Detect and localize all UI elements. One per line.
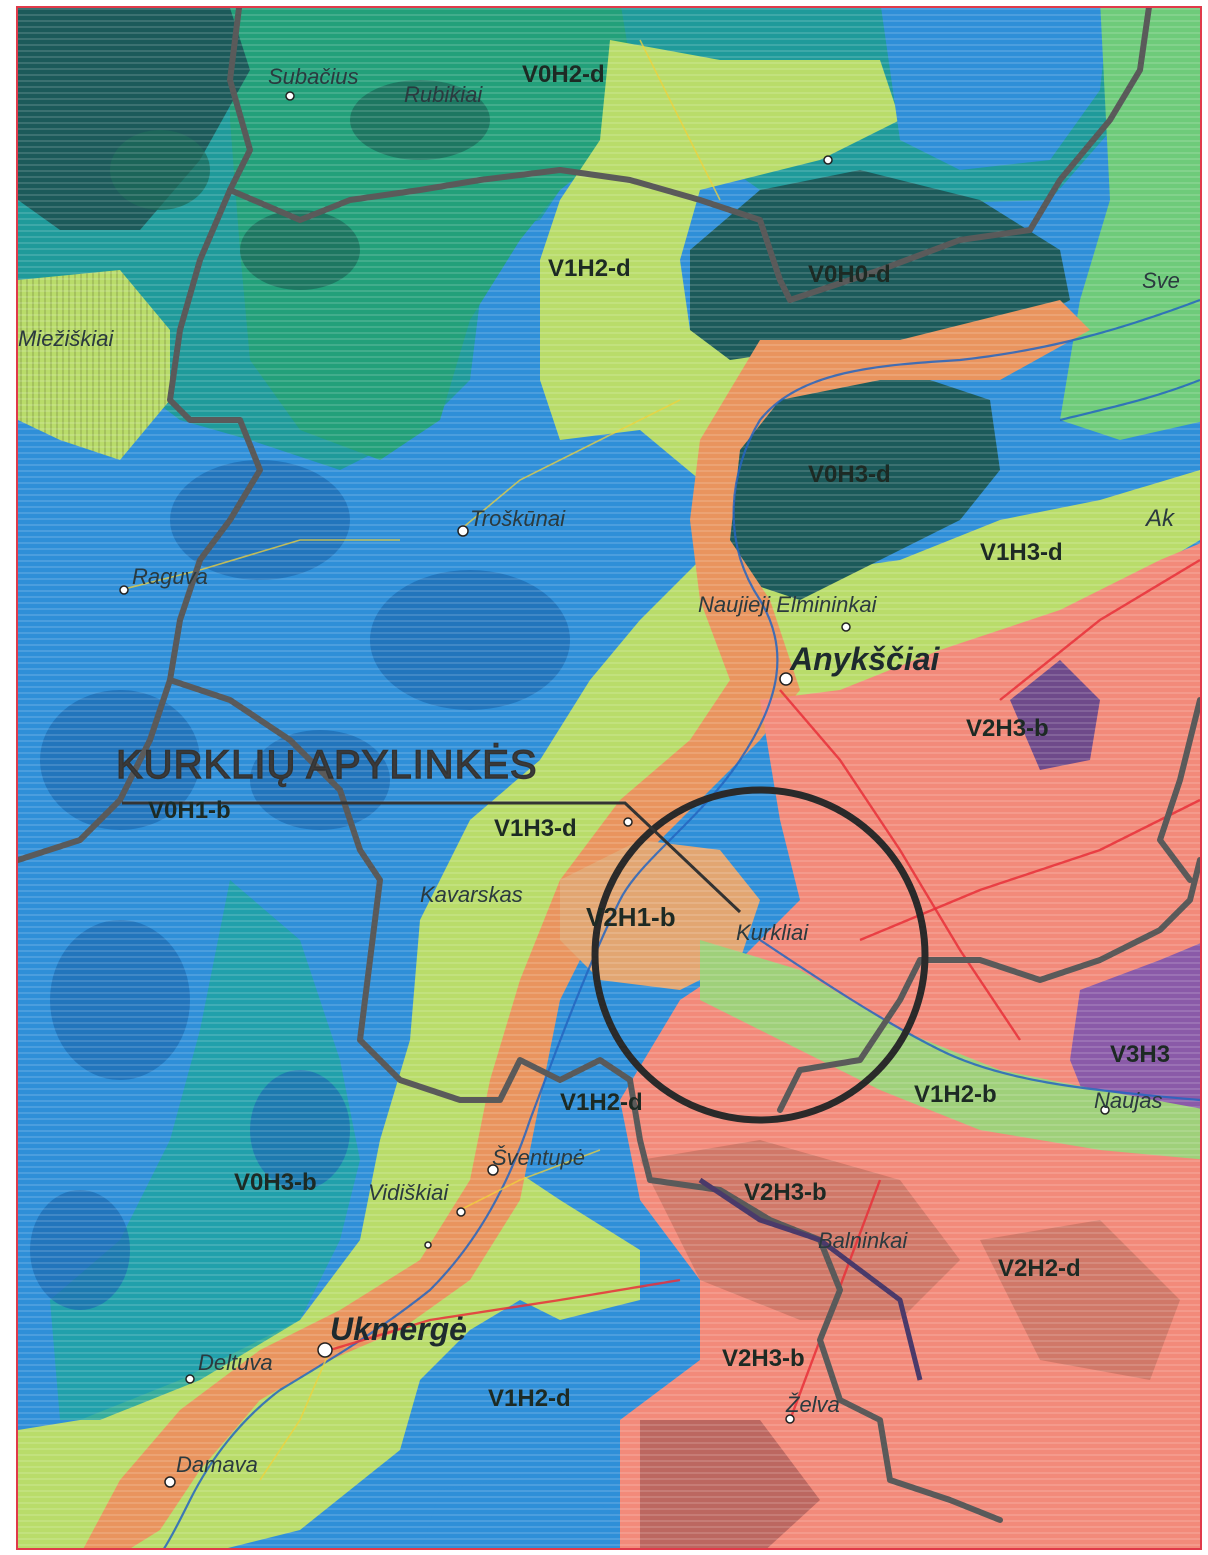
admin-boundaries (18, 8, 1200, 1523)
town-dots (119, 91, 1110, 1488)
label-anyksciai: Anykščiai (789, 641, 941, 677)
label-ukmerge: Ukmergė (330, 1311, 467, 1347)
area-of-interest-circle (591, 786, 929, 1124)
zone-v0h3d: V0H3-d (808, 461, 891, 488)
minor-roads (119, 39, 721, 1481)
annotation-leader-line (122, 801, 742, 914)
label-deltuva: Deltuva (198, 1350, 273, 1375)
rivers (163, 298, 1200, 1548)
zone-v2h1b: V2H1-b (586, 902, 676, 932)
zone-v3h3: V3H3 (1110, 1041, 1170, 1068)
zone-v2h3b-low: V2H3-b (722, 1345, 805, 1372)
zone-v1h3d-mid: V1H3-d (494, 815, 577, 842)
label-mieziskiai: Miežiškiai (18, 326, 114, 351)
label-akmene-edge: Ak (1144, 505, 1176, 532)
zone-v2h3b-top: V2H3-b (966, 715, 1049, 742)
zone-v0h1b: V0H1-b (148, 797, 231, 824)
label-sventoji-ne: Sve (1142, 268, 1180, 293)
label-kavarskas: Kavarskas (420, 882, 523, 907)
zone-v2h3b-mid: V2H3-b (744, 1179, 827, 1206)
label-zelva: Želva (785, 1392, 840, 1417)
label-naujieji-elmininkai: Naujieji Elmininkai (698, 592, 878, 617)
label-balninkai: Balninkai (818, 1228, 908, 1253)
map-frame (16, 6, 1202, 1550)
label-rubikiai: Rubikiai (404, 82, 483, 107)
label-sventupe: Šventupė (492, 1145, 585, 1170)
label-kurkliai: Kurkliai (736, 920, 809, 945)
zone-v1h2b: V1H2-b (914, 1081, 997, 1108)
label-raguva: Raguva (132, 564, 208, 589)
label-damava: Damava (176, 1452, 258, 1477)
annotation-kurkliu-apylinkes: KURKLIŲ APYLINKĖS (116, 742, 538, 787)
label-naujas: Naujas (1094, 1088, 1162, 1113)
label-vidiskiai: Vidiškiai (368, 1180, 449, 1205)
label-troskunai: Troškūnai (470, 506, 566, 531)
zone-v1h2d-top: V1H2-d (548, 255, 631, 282)
zone-v1h2d-low: V1H2-d (488, 1385, 571, 1412)
zone-v0h2d: V0H2-d (522, 61, 605, 88)
zone-v2h2d: V2H2-d (998, 1255, 1081, 1282)
label-subacius: Subačius (268, 64, 359, 89)
zone-v1h2d-mid: V1H2-d (560, 1089, 643, 1116)
zone-v0h0d: V0H0-d (808, 261, 891, 288)
zone-v1h3d-right: V1H3-d (980, 539, 1063, 566)
admin-boundaries-purple (698, 1177, 923, 1381)
zone-v0h3b: V0H3-b (234, 1169, 317, 1196)
